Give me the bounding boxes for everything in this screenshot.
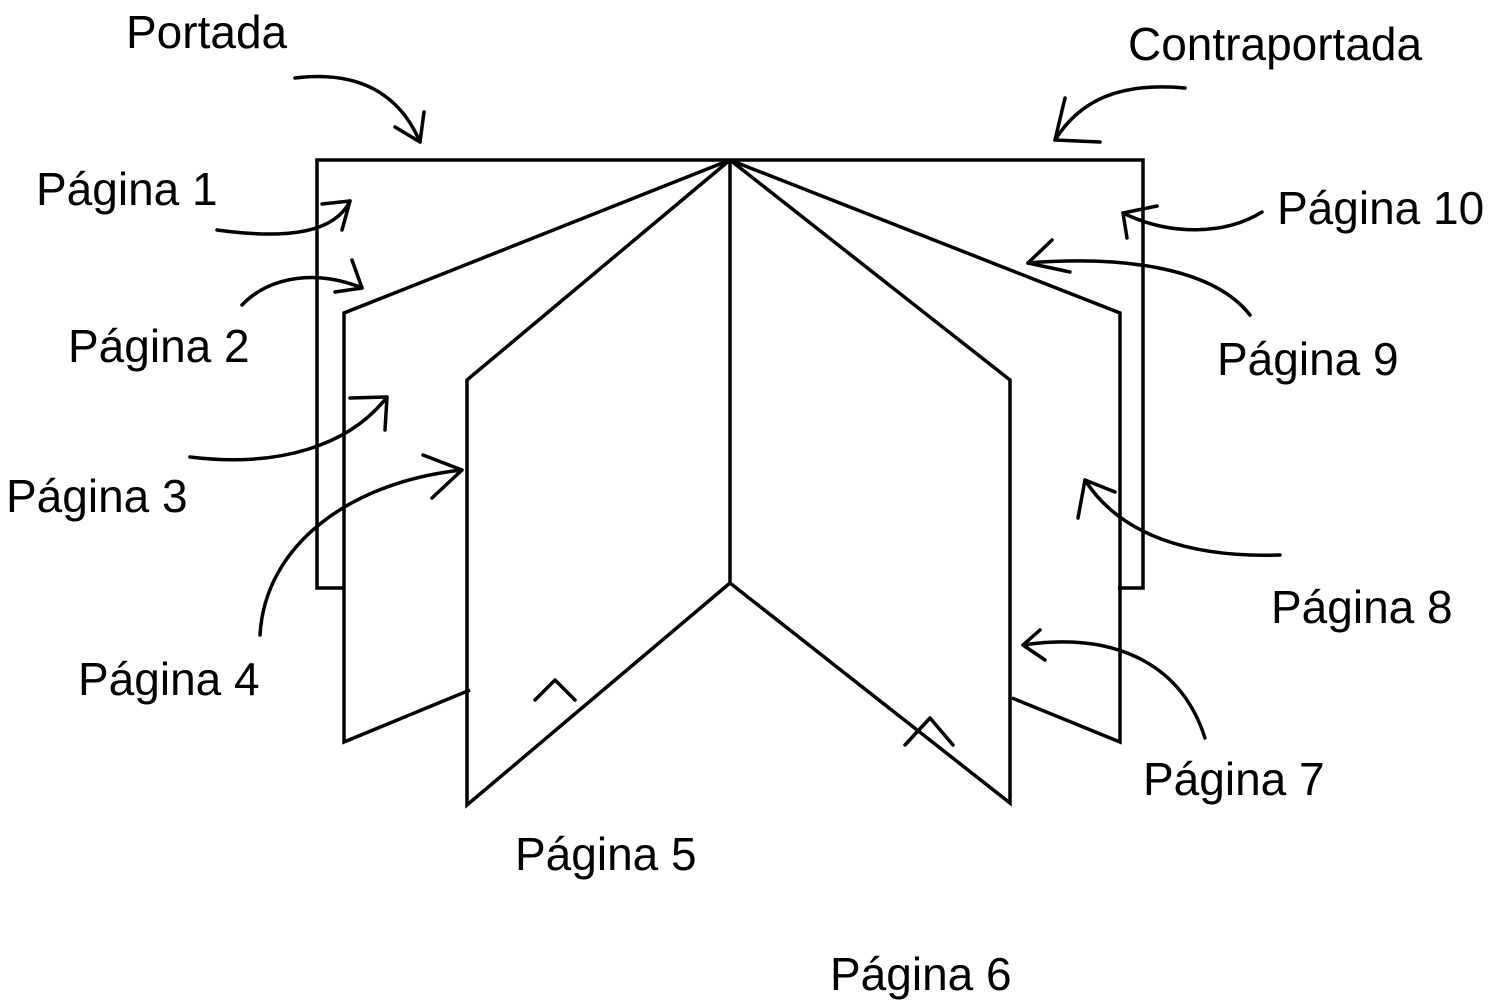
contraportada-arrow bbox=[1053, 85, 1187, 144]
pagina-2-arrow bbox=[240, 258, 364, 307]
label-pagina-1: Página 1 bbox=[36, 163, 218, 215]
pagina-8-arrow bbox=[1076, 478, 1282, 558]
arrows bbox=[188, 74, 1282, 747]
labels: Portada Contraportada Página 1 Página 2 … bbox=[6, 6, 1484, 1000]
label-pagina-6: Página 6 bbox=[830, 948, 1012, 1000]
portada-arrow bbox=[293, 74, 426, 144]
pagina-1-arrow bbox=[215, 199, 352, 236]
right-inner-page bbox=[728, 158, 1012, 807]
pagina-6-arrow bbox=[903, 716, 955, 747]
pagina-7-arrow bbox=[1021, 628, 1207, 740]
label-pagina-4: Página 4 bbox=[78, 653, 260, 705]
book-drawing bbox=[315, 158, 1145, 809]
label-pagina-3: Página 3 bbox=[6, 470, 188, 522]
label-pagina-2: Página 2 bbox=[68, 320, 250, 372]
pagina-4-arrow bbox=[258, 453, 464, 637]
label-portada: Portada bbox=[126, 6, 288, 58]
label-pagina-8: Página 8 bbox=[1271, 581, 1453, 633]
right-outer-page bbox=[729, 158, 1122, 745]
label-pagina-5: Página 5 bbox=[515, 828, 697, 880]
pagina-5-arrow bbox=[533, 678, 577, 702]
label-pagina-10: Página 10 bbox=[1277, 182, 1484, 234]
pagina-9-arrow bbox=[1026, 238, 1252, 317]
pagina-3-arrow bbox=[188, 395, 389, 462]
label-pagina-9: Página 9 bbox=[1217, 333, 1399, 385]
left-inner-page bbox=[465, 158, 732, 809]
pagina-10-arrow bbox=[1121, 204, 1264, 240]
label-contraportada: Contraportada bbox=[1128, 18, 1422, 70]
label-pagina-7: Página 7 bbox=[1143, 753, 1325, 805]
left-outer-page bbox=[342, 158, 731, 745]
